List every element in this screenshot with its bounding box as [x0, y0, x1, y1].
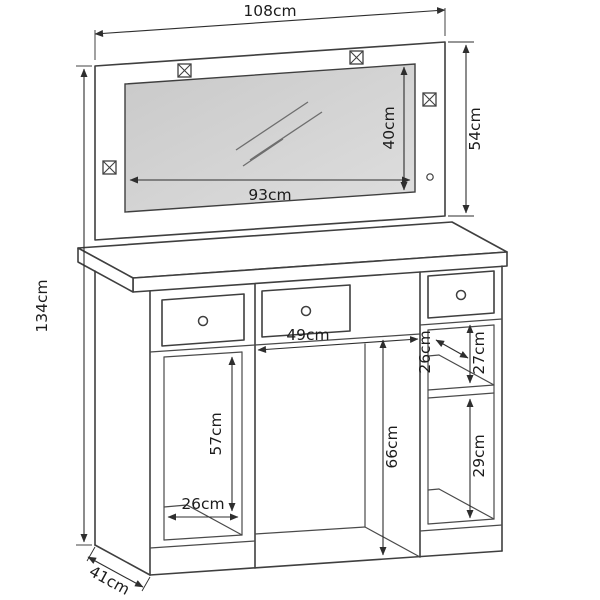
left-pedestal: [149, 283, 256, 569]
led-light: [177, 63, 192, 78]
desk: [77, 221, 508, 576]
extension-line: [141, 576, 151, 592]
left-plinth-line: [149, 540, 256, 549]
dim-height-total: 134cm: [33, 65, 92, 546]
knee-floor-back-edge: [254, 526, 366, 535]
dim-panel-height-label: 54cm: [466, 107, 484, 150]
dim-left-opening-width-label: 26cm: [181, 495, 224, 513]
right-plinth-line: [419, 524, 503, 532]
right-floor-back-edge: [427, 488, 440, 491]
dim-mirror-height: 40cm: [380, 66, 408, 191]
dim-mirror-height-label: 40cm: [380, 106, 398, 149]
dim-left-opening-width: 26cm: [167, 495, 239, 521]
left-opening-bottom: [163, 534, 243, 541]
dim-shelf-depth-line: [435, 339, 469, 359]
dim-left-opening-height-label: 57cm: [207, 412, 225, 455]
floor-front-edge: [149, 550, 503, 576]
frame-socket-circle: [426, 173, 434, 181]
dim-right-lower-height-label: 29cm: [470, 434, 488, 477]
led-cross: [422, 92, 437, 107]
dim-width-total-label: 108cm: [243, 2, 296, 20]
led-cross: [102, 160, 117, 175]
right-drawer-knob: [455, 289, 467, 301]
left-divider-line: [149, 344, 256, 353]
dim-height-total-label: 134cm: [33, 279, 51, 332]
dim-left-opening-height: 57cm: [207, 356, 236, 512]
dim-shelf-depth-label: 26cm: [416, 330, 434, 373]
mirror-glass: [124, 63, 416, 213]
led-cross: [177, 63, 192, 78]
dim-knee-height: 66cm: [379, 339, 401, 556]
left-opening-floor-back: [163, 504, 188, 508]
dim-mirror-width: 93cm: [129, 176, 411, 204]
reflection-line: [235, 101, 309, 151]
dim-right-upper-height: 27cm: [466, 324, 488, 384]
mirror-panel: [94, 41, 446, 241]
left-drawer-knob: [197, 315, 209, 327]
led-light: [102, 160, 117, 175]
right-opening-top: [427, 324, 495, 331]
dim-mirror-width-label: 93cm: [248, 186, 291, 204]
dim-shelf-depth: 26cm: [416, 330, 469, 374]
led-light: [422, 92, 437, 107]
mirror-reflections: [235, 101, 323, 167]
dim-width-total-line: [94, 7, 446, 37]
left-opening-top: [163, 351, 243, 358]
dim-depth-line: [87, 556, 144, 588]
desk-top-left-edge: [77, 247, 134, 293]
dim-panel-height: 54cm: [448, 41, 484, 217]
reflection-line: [242, 138, 284, 167]
dim-knee-width-label: 49cm: [286, 326, 329, 344]
right-opening-bottom: [427, 518, 495, 525]
led-light: [349, 50, 364, 65]
dim-knee-height-label: 66cm: [383, 425, 401, 468]
dim-width-total: 108cm: [94, 2, 446, 60]
dim-knee-width: 49cm: [257, 326, 419, 353]
dim-right-upper-height-label: 27cm: [470, 331, 488, 374]
shelf-front-bottom: [427, 392, 495, 399]
dimensions: 108cm 54cm 40cm 93cm 134cm 41cm: [33, 2, 488, 599]
reflection-line: [249, 111, 323, 161]
dim-knee-width-line: [257, 336, 419, 353]
middle-drawer-knob: [300, 305, 312, 317]
knee-floor-depth-edge: [364, 526, 421, 558]
dim-right-lower-height: 29cm: [466, 398, 488, 519]
shelf-front-top: [427, 384, 495, 391]
right-divider-line: [419, 318, 503, 326]
led-cross: [349, 50, 364, 65]
